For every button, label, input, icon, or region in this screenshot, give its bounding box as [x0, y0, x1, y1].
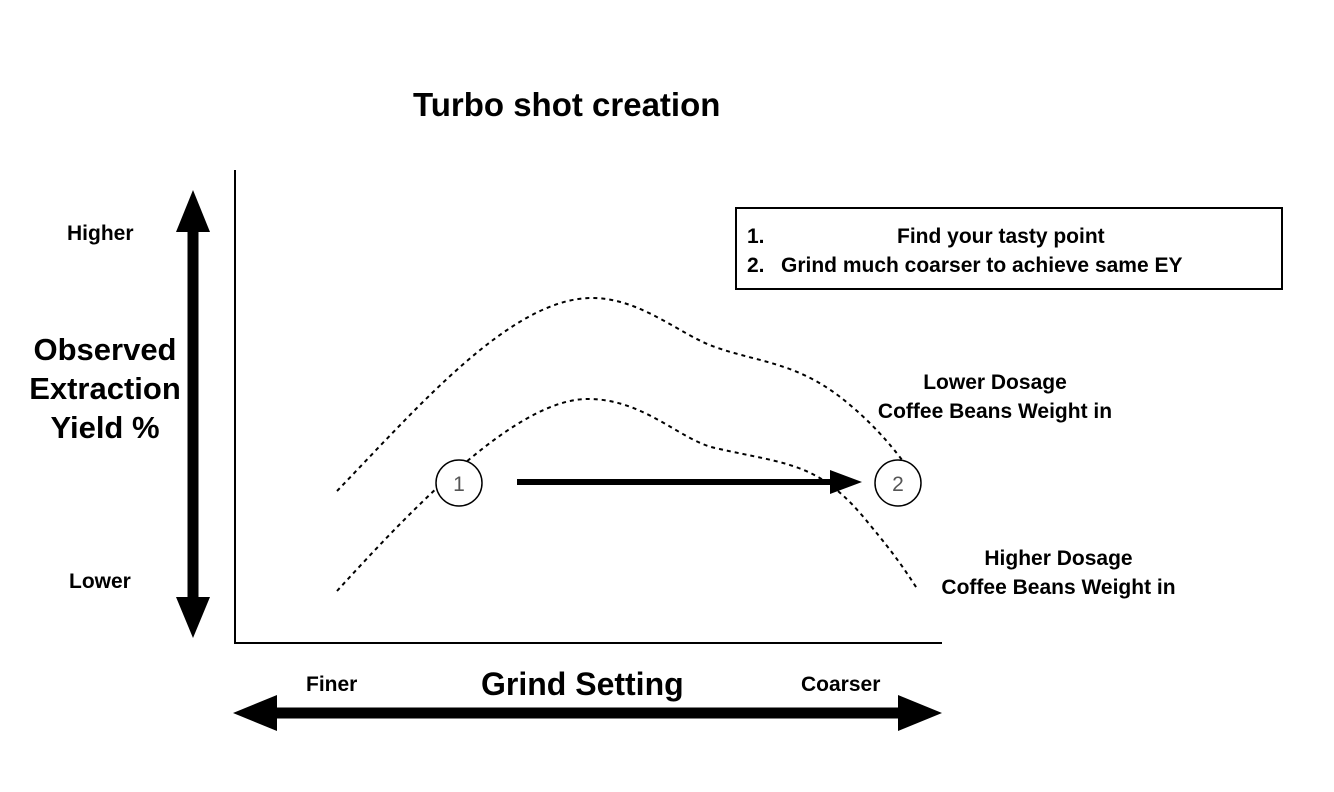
higher-dosage-label-line-1: Higher Dosage: [984, 547, 1133, 570]
x-double-arrow: [233, 695, 942, 731]
lower-dosage-label-line-2: Coffee Beans Weight in: [877, 400, 1113, 423]
legend-step-2-text: Grind much coarser to achieve same EY: [781, 254, 1183, 277]
higher-dosage-label-line-2: Coffee Beans Weight in: [941, 576, 1176, 599]
lower-dosage-curve-label: Lower Dosage Coffee Beans Weight in: [840, 368, 1150, 426]
shift-arrow: [517, 470, 862, 494]
marker-1-text: 1: [453, 473, 465, 496]
lower-dosage-label-line-1: Lower Dosage: [923, 371, 1067, 394]
x-axis-right-label: Coarser: [801, 673, 881, 696]
legend-step-1-number: 1.: [747, 225, 765, 248]
x-axis-left-label: Finer: [306, 673, 358, 696]
y-axis-high-label: Higher: [67, 222, 134, 245]
legend-step-2: 2. Grind much coarser to achieve same EY: [747, 254, 1183, 278]
y-axis-title-line-3: Yield %: [50, 410, 160, 445]
higher-dosage-curve: [336, 397, 919, 592]
marker-point-2: 2: [874, 459, 922, 507]
steps-legend-box: 1. Find your tasty point 2. Grind much coa…: [735, 207, 1283, 290]
y-axis-title: Observed Extraction Yield %: [20, 330, 190, 447]
legend-step-1: 1. Find your tasty point: [747, 225, 1275, 249]
y-axis-low-label: Lower: [69, 570, 131, 593]
y-axis-title-line-2: Extraction: [29, 371, 181, 406]
y-double-arrow: [176, 190, 210, 638]
higher-dosage-curve-label: Higher Dosage Coffee Beans Weight in: [906, 544, 1211, 602]
legend-step-1-text: Find your tasty point: [897, 225, 1105, 248]
diagram-title: Turbo shot creation: [413, 86, 721, 123]
lower-dosage-curve: [336, 296, 904, 492]
marker-2-text: 2: [892, 473, 904, 496]
y-axis-title-line-1: Observed: [33, 332, 177, 367]
x-axis-title: Grind Setting: [481, 666, 684, 702]
legend-step-2-number: 2.: [747, 254, 765, 277]
marker-point-1: 1: [435, 459, 483, 507]
